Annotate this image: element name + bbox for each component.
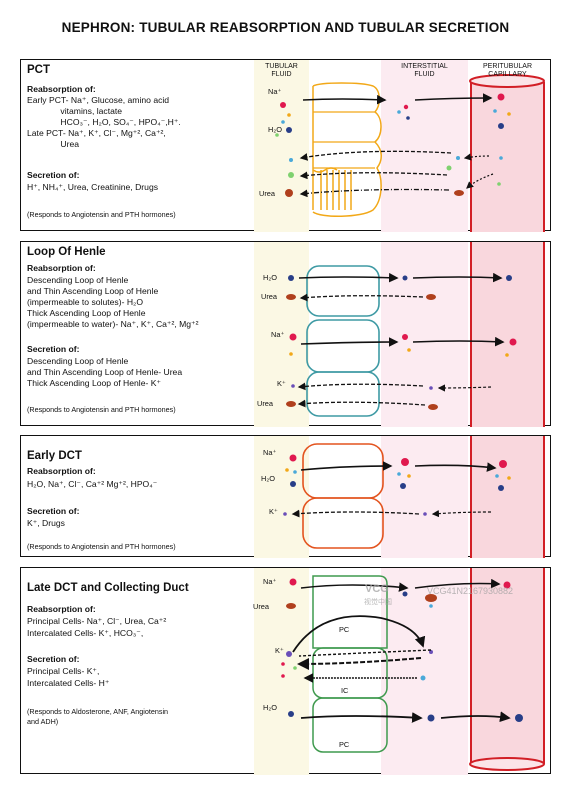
urea-molecule bbox=[285, 189, 293, 197]
molecule-label: Na⁺ bbox=[271, 330, 285, 339]
interstitial-region bbox=[381, 436, 468, 558]
reabsorption-line: Early PCT- Na⁺, Glucose, amino acid bbox=[27, 95, 170, 105]
tubular-fluid-region bbox=[254, 60, 309, 232]
molecule-label: Urea bbox=[253, 602, 270, 611]
secretion-heading: Secretion of: bbox=[27, 506, 80, 516]
secretion-heading: Secretion of: bbox=[27, 654, 80, 664]
cell-label-pc: PC bbox=[339, 740, 350, 749]
reabsorption-line: Urea bbox=[27, 139, 80, 149]
panel-loop-of-henle: Loop Of Henle Reabsorption of: Descendin… bbox=[20, 241, 551, 427]
loop-cell bbox=[306, 265, 380, 317]
cell-label-pc: PC bbox=[339, 625, 350, 634]
interstitial-region bbox=[381, 568, 468, 775]
tubular-fluid-region bbox=[254, 242, 309, 427]
panel-title: Loop Of Henle bbox=[27, 246, 106, 258]
reabsorption-line: Descending Loop of Henle bbox=[27, 275, 129, 285]
hormone-note: (Responds to Angiotensin and PTH hormone… bbox=[27, 542, 176, 551]
capillary-rim bbox=[469, 757, 545, 771]
water-molecule bbox=[286, 127, 292, 133]
secretion-line: Descending Loop of Henle bbox=[27, 356, 129, 366]
reabsorption-line: (impermeable to solutes)- H₂O bbox=[27, 297, 144, 307]
reabsorption-line: vitamins, lactate bbox=[27, 106, 123, 116]
secretion-line: Thick Ascending Loop of Henle- K⁺ bbox=[27, 378, 161, 388]
reabsorption-line: (impermeable to water)- Na⁺, K⁺, Ca⁺², M… bbox=[27, 319, 199, 329]
secretion-line: H⁺, NH₄⁺, Urea, Creatinine, Drugs bbox=[27, 182, 159, 192]
reabsorption-line: Late PCT- Na⁺, K⁺, Cl⁻, Mg⁺², Ca⁺², bbox=[27, 128, 166, 138]
early-dct-diagram bbox=[254, 436, 545, 558]
molecule-label: Na⁺ bbox=[263, 448, 277, 457]
tubular-fluid-region bbox=[254, 568, 309, 775]
secretion-line: Principal Cells- K⁺, bbox=[27, 666, 100, 676]
hormone-note: (Responds to Aldosterone, ANF, Angiotens… bbox=[27, 707, 169, 716]
page-title: NEPHRON: TUBULAR REABSORPTION AND TUBULA… bbox=[61, 20, 510, 35]
loop-cell bbox=[306, 371, 380, 417]
early-dct-cell bbox=[302, 497, 384, 549]
reabsorption-line: HCO₃⁻, H₂O, SO₄⁻, HPO₄⁻,H⁺. bbox=[27, 117, 181, 127]
hormone-note: and ADH) bbox=[27, 717, 59, 726]
molecule-label: Na⁺ bbox=[263, 577, 277, 586]
interstitial-region bbox=[381, 242, 468, 427]
watermark-code: VCG41N2167930882 bbox=[427, 586, 514, 596]
capillary-region bbox=[471, 80, 544, 232]
loop-cell bbox=[306, 319, 380, 373]
molecule-label: Na⁺ bbox=[268, 87, 282, 96]
interstitial-fluid-label: INTERSTITIAL FLUID bbox=[401, 63, 448, 78]
watermark-logo: VCG bbox=[365, 583, 389, 595]
molecule-label: Urea bbox=[261, 292, 278, 301]
sodium-ion bbox=[280, 102, 286, 108]
secretion-line: Intercalated Cells- H⁺ bbox=[27, 678, 110, 688]
capillary-region bbox=[471, 568, 544, 764]
reabsorption-heading: Reabsorption of: bbox=[27, 604, 96, 614]
panel-late-dct-collecting-duct: Late DCT and Collecting Duct Reabsorptio… bbox=[20, 567, 551, 775]
secretion-line: K⁺, Drugs bbox=[27, 518, 65, 528]
interstitial-region bbox=[381, 60, 468, 232]
pct-cell bbox=[312, 82, 382, 218]
panel-title: Late DCT and Collecting Duct bbox=[27, 582, 189, 594]
molecule-label: K⁺ bbox=[277, 379, 286, 388]
panel-title: Early DCT bbox=[27, 450, 82, 462]
reabsorption-line: Principal Cells- Na⁺, Cl⁻, Urea, Ca⁺² bbox=[27, 616, 167, 626]
principal-cell bbox=[312, 697, 388, 753]
capillary-rim bbox=[469, 74, 545, 88]
panel-early-dct: Early DCT Reabsorption of: H₂O, Na⁺, Cl⁻… bbox=[20, 435, 551, 558]
molecule-label: Urea bbox=[257, 399, 274, 408]
molecule-label: K⁺ bbox=[275, 646, 284, 655]
hormone-note: (Responds to Angiotensin and PTH hormone… bbox=[27, 405, 176, 414]
panel-title: PCT bbox=[27, 64, 50, 76]
late-dct-diagram bbox=[254, 568, 545, 775]
tubular-fluid-label: TUBULAR FLUID bbox=[265, 63, 298, 78]
loop-diagram bbox=[254, 242, 545, 427]
principal-cell bbox=[312, 575, 388, 649]
molecule-label: H₂O bbox=[268, 125, 282, 134]
reabsorption-line: Thick Ascending Loop of Henle bbox=[27, 308, 146, 318]
molecule-label: K⁺ bbox=[269, 507, 278, 516]
capillary-region bbox=[471, 242, 544, 427]
molecule-label: H₂O bbox=[261, 474, 275, 483]
reabsorption-line: Intercalated Cells- K⁺, HCO₃⁻, bbox=[27, 628, 144, 638]
reabsorption-line: H₂O, Na⁺, Cl⁻, Ca⁺² Mg⁺², HPO₄⁻ bbox=[27, 479, 158, 489]
molecule-label: H₂O bbox=[263, 273, 277, 282]
panel-pct: PCT Reabsorption of: Early PCT- Na⁺, Glu… bbox=[20, 59, 551, 232]
reabsorption-line: and Thin Ascending Loop of Henle bbox=[27, 286, 159, 296]
secretion-heading: Secretion of: bbox=[27, 170, 80, 180]
peritubular-capillary-label: PERITUBULAR CAPILLARY bbox=[482, 63, 532, 78]
capillary-region bbox=[471, 436, 544, 558]
reabsorption-heading: Reabsorption of: bbox=[27, 263, 96, 273]
secretion-line: and Thin Ascending Loop of Henle- Urea bbox=[27, 367, 183, 377]
hormone-note: (Responds to Angiotensin and PTH hormone… bbox=[27, 210, 176, 219]
early-dct-cell bbox=[302, 443, 384, 499]
secretion-heading: Secretion of: bbox=[27, 344, 80, 354]
tubular-fluid-region bbox=[254, 436, 309, 558]
cell-label-ic: IC bbox=[341, 686, 349, 695]
watermark-logo-sub: 视觉中国 bbox=[364, 599, 392, 606]
reabsorption-heading: Reabsorption of: bbox=[27, 84, 96, 94]
molecule-label: Urea bbox=[259, 189, 276, 198]
molecule-label: H₂O bbox=[263, 703, 277, 712]
reabsorption-heading: Reabsorption of: bbox=[27, 466, 96, 476]
pct-diagram bbox=[254, 60, 545, 232]
